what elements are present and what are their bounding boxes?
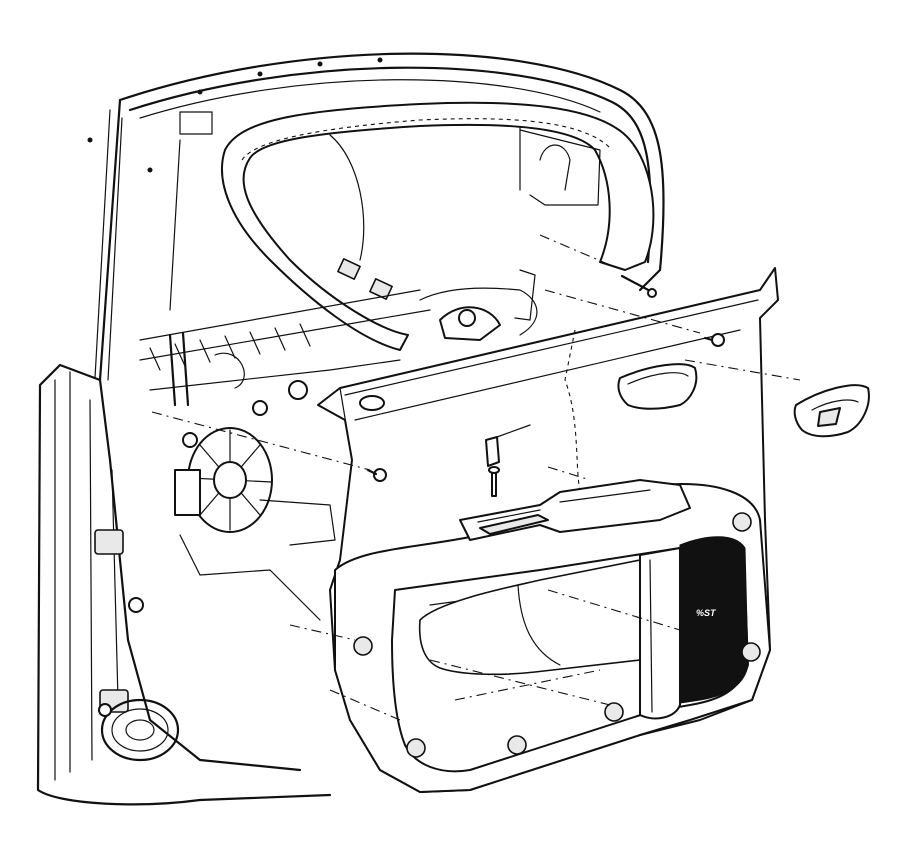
- window-glass-outline: [169, 111, 521, 311]
- upper-screw: [703, 333, 725, 347]
- window-regulator-motor: [174, 427, 273, 533]
- trim-badge: %ST: [696, 608, 717, 618]
- upper-hinge: [94, 529, 124, 555]
- door-inner-mechanism: [139, 129, 601, 621]
- interior-door-handle: [793, 384, 870, 438]
- explosion-leader-lines: [151, 234, 801, 721]
- door-frame: [36, 52, 665, 806]
- upper-window-trim: [221, 101, 657, 351]
- speaker-grille-insert: %ST: [677, 536, 749, 704]
- trim-retainer-clip: [485, 424, 531, 497]
- speaker-ring: [100, 698, 180, 762]
- panel-screws-left: [366, 468, 387, 482]
